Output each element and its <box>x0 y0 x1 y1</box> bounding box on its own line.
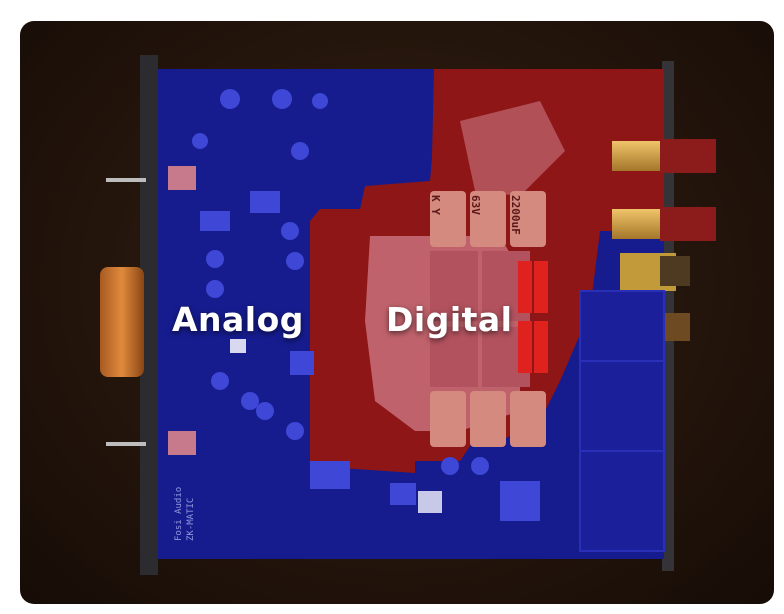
shaft-bottom <box>106 442 146 446</box>
digital-plane-top <box>460 101 565 196</box>
shaft-top <box>106 178 146 182</box>
small-chip <box>230 339 246 353</box>
capacitor-group-bottom <box>430 391 546 447</box>
analog-components <box>192 89 540 521</box>
analog-label: Analog <box>172 300 304 339</box>
output-blocks <box>579 290 665 552</box>
brand-silkscreen: Fosi Audio <box>174 486 184 541</box>
model-silkscreen: ZK-MATIC <box>186 497 196 541</box>
cap-marking-1: K Y <box>429 195 442 215</box>
cap-marking-2: 63V <box>469 195 482 215</box>
board-illustration <box>100 55 716 575</box>
jack-top <box>168 166 196 190</box>
jack-bottom <box>168 431 196 455</box>
terminal-blocks <box>518 261 548 373</box>
white-chip <box>418 491 442 513</box>
volume-knob <box>100 267 144 377</box>
capacitor-group-top <box>430 191 546 247</box>
digital-label: Digital <box>386 300 513 339</box>
photo-frame: Fosi Audio ZK-MATIC K Y 63V 2200uF Analo… <box>20 21 774 604</box>
cap-marking-3: 2200uF <box>509 195 522 235</box>
